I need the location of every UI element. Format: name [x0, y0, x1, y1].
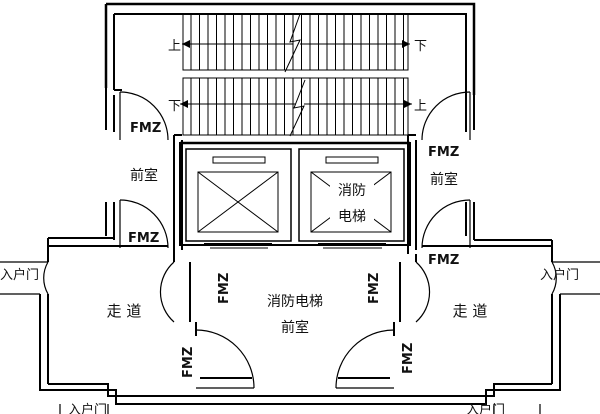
central-vestibule	[159, 254, 431, 389]
fire-door-label: FMZ	[428, 145, 459, 160]
fire-elevator-label: 电梯	[338, 209, 366, 225]
corridor-label: 走 道	[107, 302, 142, 320]
corridor-label: 走 道	[453, 302, 488, 320]
fire-elevator-label: 消防	[338, 183, 366, 199]
corridor-walls	[39, 237, 561, 405]
entry-doors	[0, 261, 600, 414]
left-vestibule-label: 前室	[130, 167, 158, 184]
right-vestibule-label: 前室	[430, 171, 458, 188]
central-vestibule-label: 前室	[281, 319, 309, 336]
fire-door-label: FMZ	[401, 343, 416, 374]
stair-up-label: 上	[414, 99, 427, 114]
entry-door-label: 入户门	[0, 267, 39, 283]
fire-door-label: FMZ	[128, 231, 159, 246]
stair-up-label: 上	[168, 39, 181, 54]
fire-door-label: FMZ	[130, 121, 161, 136]
elevator-label-bg	[330, 180, 374, 228]
entry-door-label: 入户门	[540, 267, 579, 283]
entry-door-label: 入户门	[68, 402, 107, 414]
fire-door-label: FMZ	[181, 347, 196, 378]
vestibule-doors	[119, 91, 471, 249]
fire-door-label: FMZ	[217, 273, 232, 304]
stair-flights	[180, 13, 412, 137]
elevator-core	[179, 141, 411, 249]
fire-door-label: FMZ	[367, 273, 382, 304]
entry-door-label: 入户门	[466, 402, 505, 414]
vestibule-walls	[105, 88, 475, 254]
fire-door-label: FMZ	[428, 253, 459, 268]
stair-down-label: 下	[414, 39, 427, 54]
central-vestibule-label: 消防电梯	[267, 294, 323, 310]
stair-down-label: 下	[168, 99, 181, 114]
